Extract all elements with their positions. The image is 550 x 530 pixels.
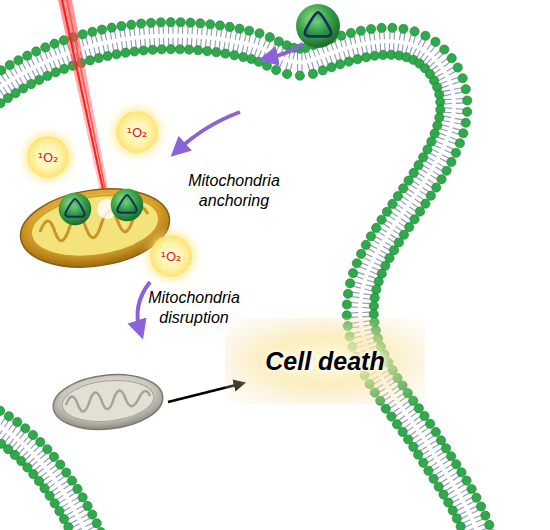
cell-death-glow: Cell death	[225, 318, 425, 404]
cell-membrane	[0, 18, 497, 530]
species-label: ¹O₂	[161, 249, 182, 264]
singlet-oxygen: ¹O₂	[116, 111, 158, 153]
nanoparticle	[59, 193, 91, 225]
nanoparticle	[111, 189, 143, 221]
membrane-path	[0, 418, 92, 530]
step-label: Mitochondria disruption	[140, 288, 248, 328]
species-label: ¹O₂	[38, 150, 59, 165]
disrupted-mitochondrion	[50, 369, 165, 434]
species-label: ¹O₂	[127, 125, 148, 140]
outcome-label: Cell death	[265, 347, 384, 376]
nanoparticle	[296, 4, 340, 48]
process-arrow	[138, 44, 303, 330]
lipid-bilayer	[0, 18, 497, 530]
step-label: Mitochondria anchoring	[180, 171, 288, 211]
singlet-oxygen: ¹O₂	[27, 136, 69, 178]
singlet-oxygen: ¹O₂	[150, 235, 192, 277]
laser-beam	[58, 0, 112, 210]
membrane-path	[0, 36, 482, 530]
